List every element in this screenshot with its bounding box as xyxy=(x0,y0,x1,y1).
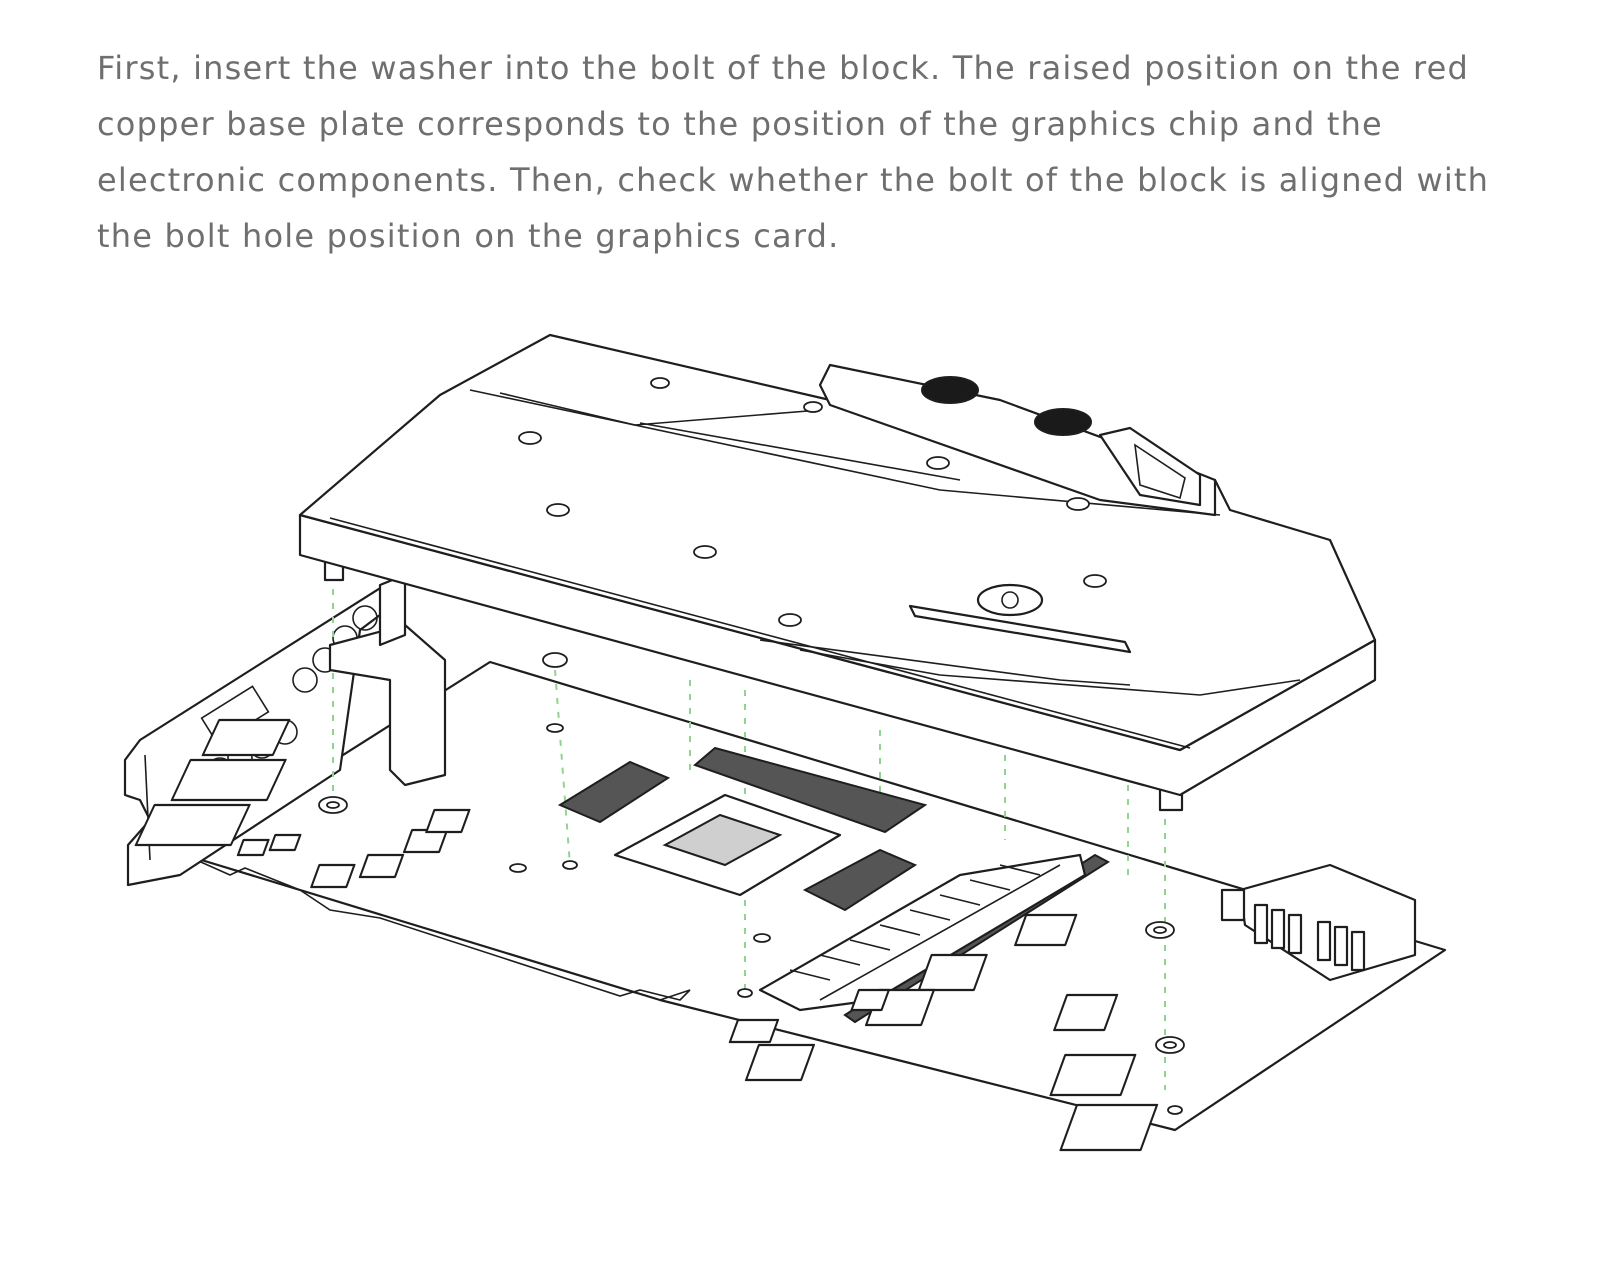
vram-chip xyxy=(802,848,918,912)
inlet-port xyxy=(921,376,979,404)
water-block xyxy=(298,333,1377,812)
power-connector xyxy=(1220,863,1417,982)
power-stages xyxy=(758,853,1087,1012)
vram-chip xyxy=(557,760,671,824)
pcb-components xyxy=(134,652,1417,1152)
block-support-leg xyxy=(328,623,447,787)
vram-chip xyxy=(693,746,928,834)
gpu-die xyxy=(662,813,783,867)
alignment-guides xyxy=(332,575,1166,1090)
capacitors xyxy=(134,718,1159,1152)
nameplate xyxy=(908,604,1132,654)
fitting-terminal xyxy=(818,363,1217,517)
waterblock-installation-diagram xyxy=(123,333,1447,1152)
instruction-text: First, insert the washer into the bolt o… xyxy=(97,49,1490,255)
top-screws xyxy=(518,377,1107,627)
outlet-port xyxy=(1034,408,1092,436)
bolt-holes xyxy=(318,652,1185,1115)
brand-logo xyxy=(976,583,1044,617)
